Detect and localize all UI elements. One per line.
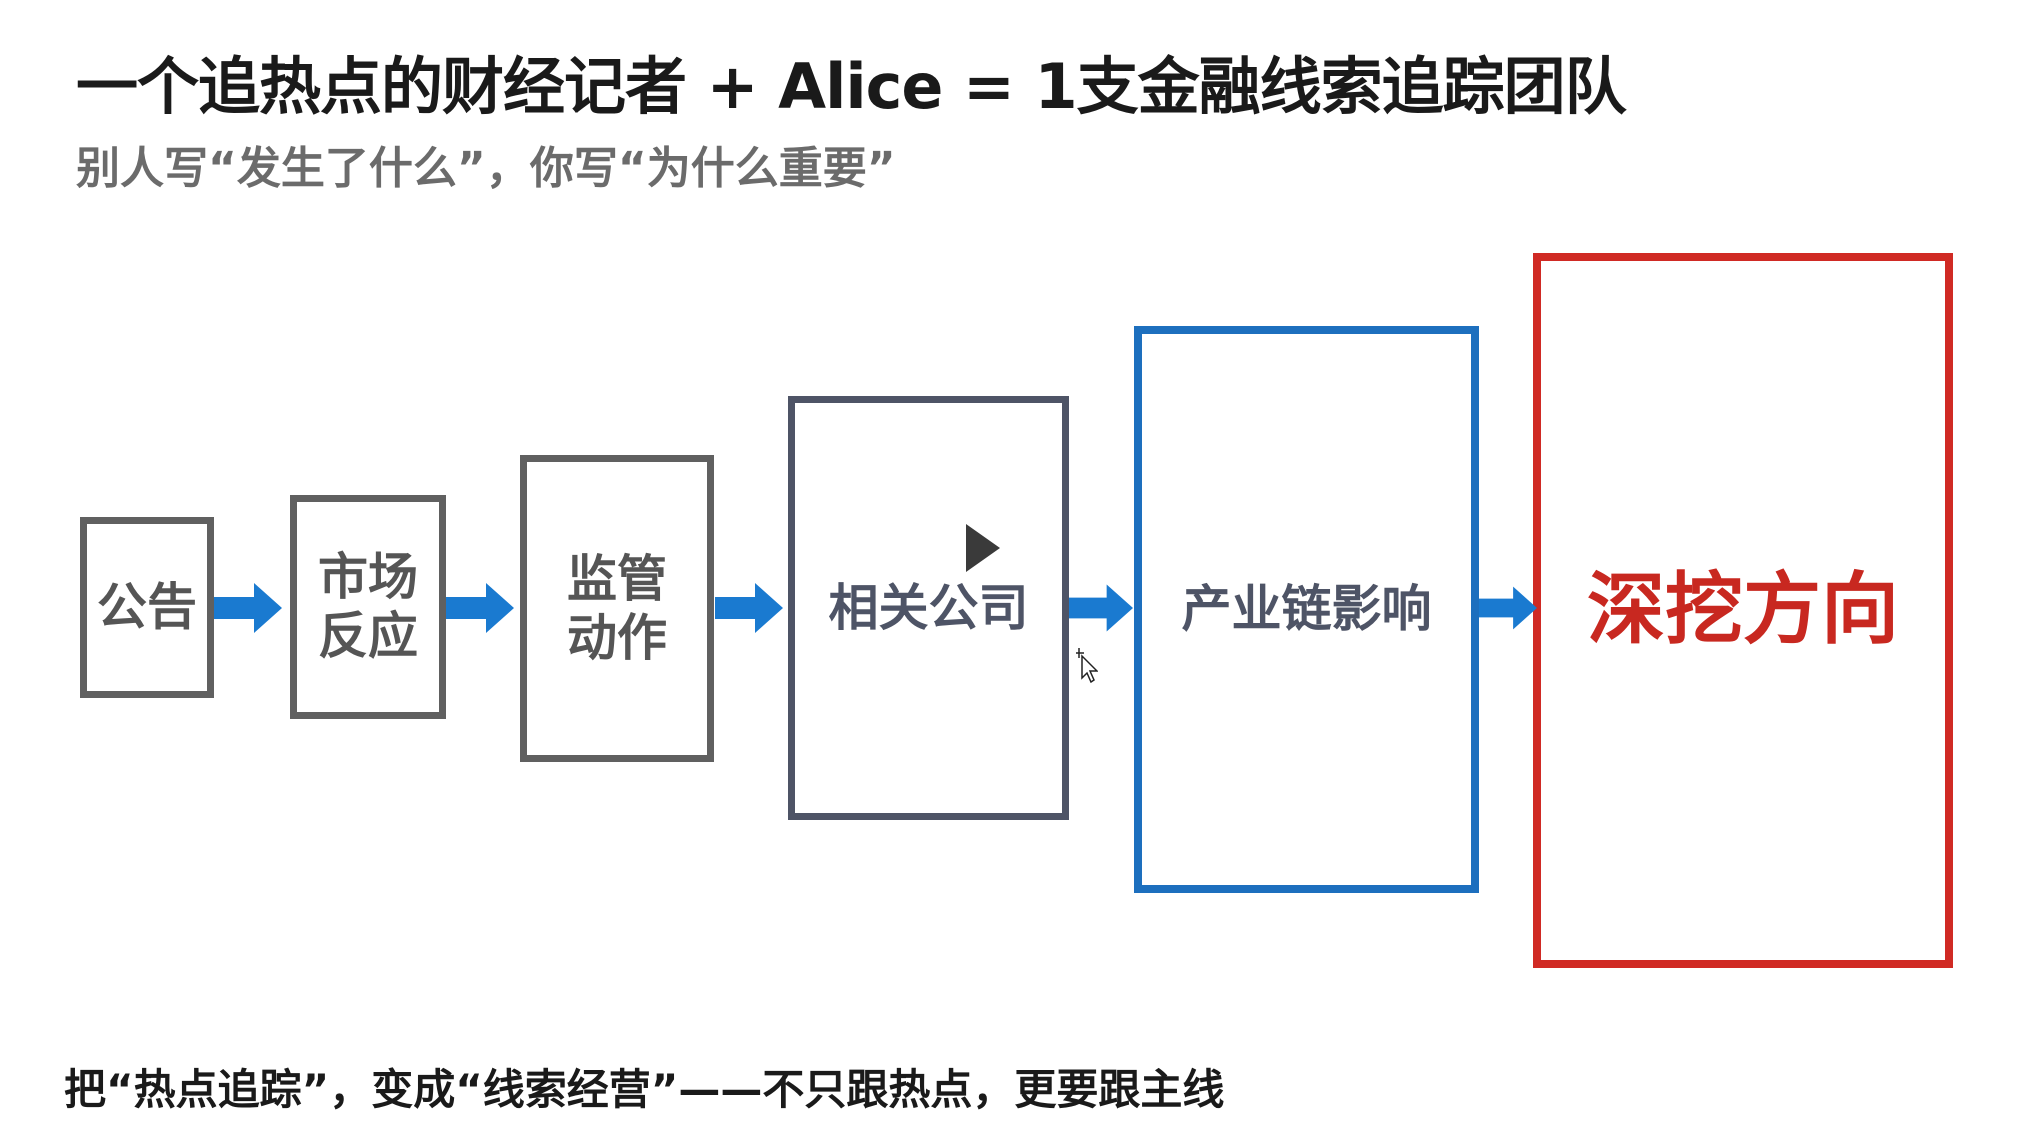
move-cursor-icon: [1076, 648, 1098, 684]
title: 一个追热点的财经记者 + Alice = 1支金融线索追踪团队: [76, 50, 1627, 123]
step-label: 相关公司: [828, 578, 1029, 637]
step-deep-dive-direction: 深挖方向: [1533, 253, 1953, 968]
step-label: 市场反应: [318, 548, 418, 666]
arrow-right-icon: [1479, 586, 1537, 630]
play-icon[interactable]: [966, 524, 1000, 572]
step-label-line: 市场: [318, 548, 418, 606]
step-regulatory-action: 监管动作: [520, 455, 714, 762]
step-label: 监管动作: [567, 550, 667, 668]
step-label: 产业链影响: [1181, 580, 1432, 638]
step-label-line: 监管: [567, 549, 667, 608]
arrow-right-icon: [1069, 584, 1133, 632]
step-market-reaction: 市场反应: [290, 495, 446, 719]
step-industry-chain-impact: 产业链影响: [1134, 326, 1479, 893]
step-label-line: 动作: [567, 608, 667, 667]
arrow-right-icon: [214, 583, 282, 633]
step-announcement: 公告: [80, 517, 214, 698]
step-label: 公告: [97, 578, 197, 636]
bottom-caption: 把“热点追踪”，变成“线索经营”——不只跟热点，更要跟主线: [64, 1065, 1225, 1114]
step-label-line: 反应: [318, 607, 418, 665]
step-label: 深挖方向: [1586, 565, 1899, 656]
step-related-companies: 相关公司: [788, 396, 1069, 820]
arrow-right-icon: [446, 583, 514, 633]
arrow-right-icon: [715, 583, 783, 633]
subtitle: 别人写“发生了什么”，你写“为什么重要”: [76, 143, 896, 194]
